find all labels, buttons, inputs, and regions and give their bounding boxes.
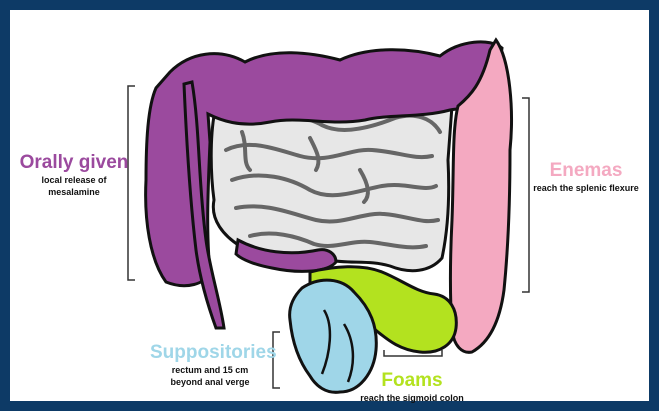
foams-title: Foams	[352, 370, 472, 392]
enemas-title: Enemas	[526, 160, 646, 182]
figure-panel: Orally given local release of mesalamine…	[10, 10, 649, 401]
oral-title: Orally given	[18, 152, 130, 174]
colon-diagram	[10, 10, 649, 401]
oral-label: Orally given local release of mesalamine	[18, 152, 130, 198]
suppositories-title: Suppositories	[150, 342, 270, 364]
suppositories-label: Suppositories rectum and 15 cm beyond an…	[150, 342, 270, 388]
foams-label: Foams reach the sigmoid colon	[352, 370, 472, 404]
suppositories-desc-line-1: rectum and 15 cm	[150, 364, 270, 376]
oral-desc-line-1: local release of	[18, 174, 130, 186]
enemas-label: Enemas reach the splenic flexure	[526, 160, 646, 194]
suppositories-desc-line-2: beyond anal verge	[150, 376, 270, 388]
oral-desc-line-2: mesalamine	[18, 186, 130, 198]
enemas-desc-line-1: reach the splenic flexure	[526, 182, 646, 194]
bracket-enemas	[522, 98, 529, 292]
foams-desc-line-1: reach the sigmoid colon	[352, 392, 472, 404]
